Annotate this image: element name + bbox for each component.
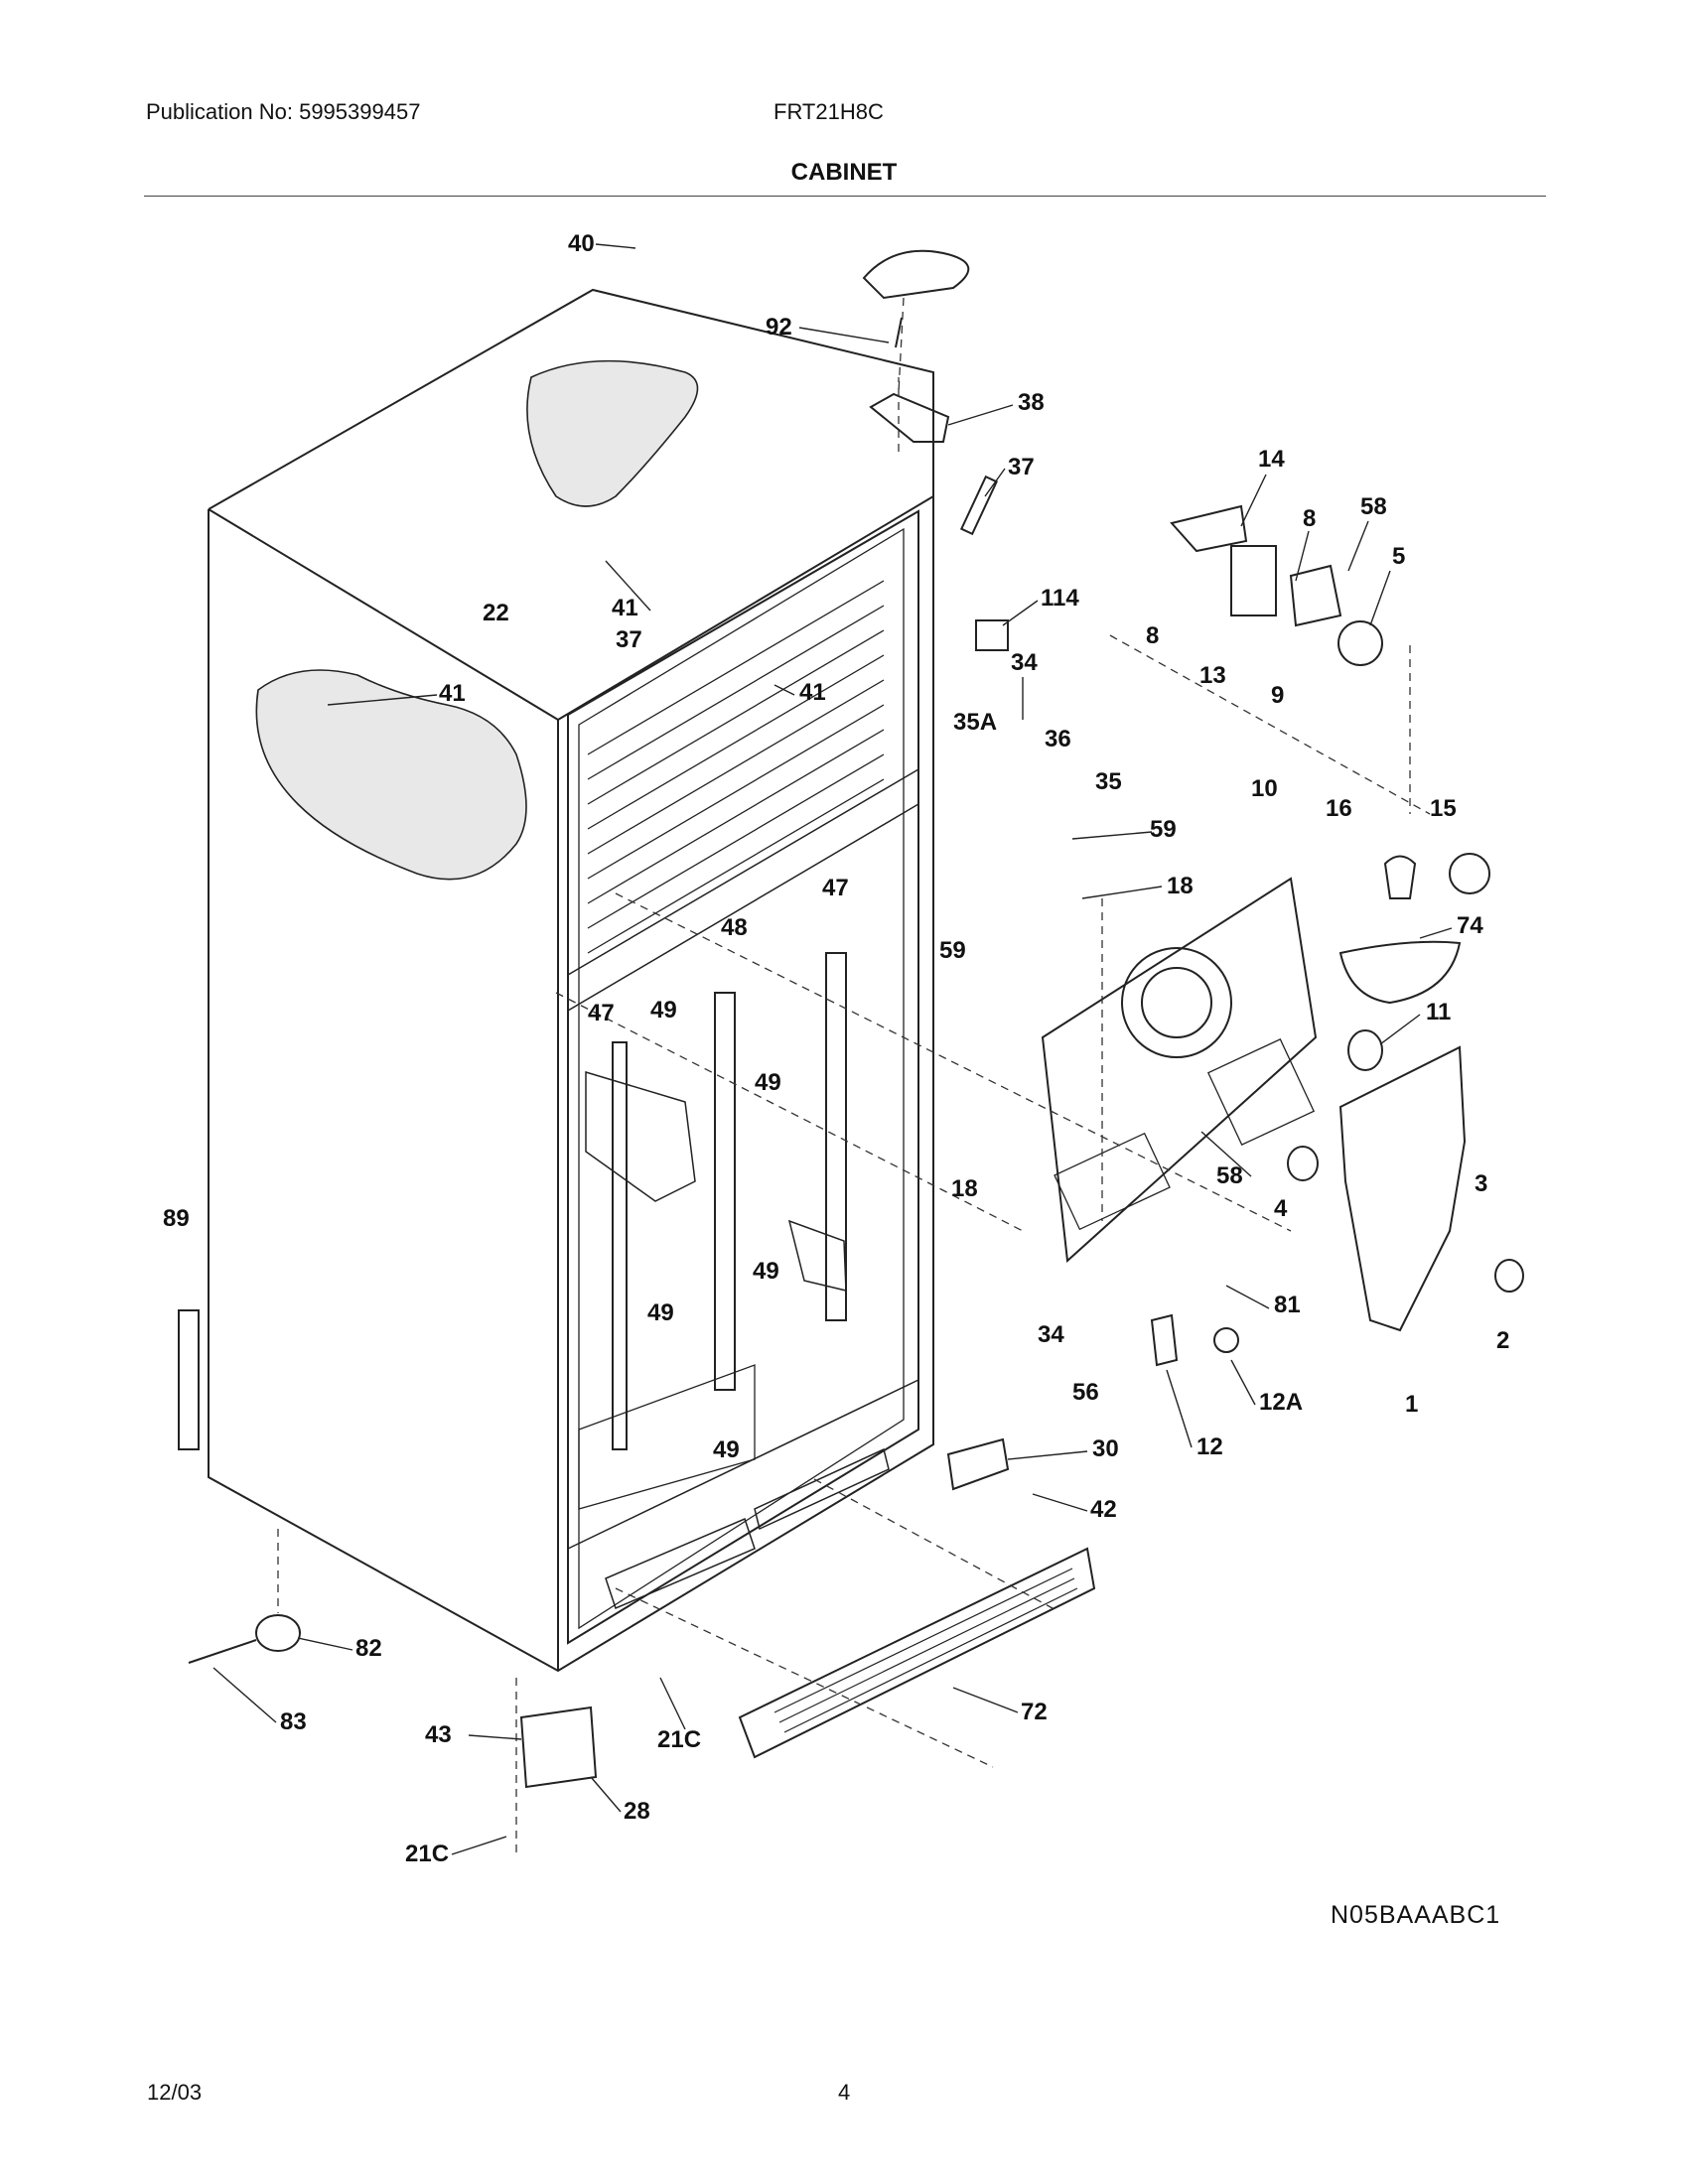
callout-30: 30	[1092, 1435, 1119, 1462]
callout-48: 48	[721, 914, 748, 941]
page-number: 4	[838, 2080, 851, 2105]
callout-56: 56	[1072, 1379, 1099, 1406]
callout-16: 16	[1326, 795, 1352, 822]
callout-10: 10	[1251, 775, 1278, 802]
callout-74: 74	[1457, 912, 1483, 939]
callout-49: 49	[650, 997, 677, 1024]
cabinet-bottom-vents	[567, 1379, 919, 1610]
callout-12: 12	[1196, 1433, 1223, 1460]
callout-4: 4	[1274, 1195, 1288, 1222]
callout-18: 18	[951, 1175, 978, 1202]
callout-labels: 40 92 38 37 14 8 58 5 22 41 114 8 13 9 3…	[163, 230, 1509, 1867]
drawing-code: N05BAAABC1	[1331, 1901, 1501, 1929]
callout-34: 34	[1038, 1321, 1064, 1348]
section-title: CABINET	[790, 159, 898, 186]
leader-lines	[212, 243, 1453, 1855]
callout-72: 72	[1021, 1699, 1048, 1725]
callout-2: 2	[1496, 1327, 1509, 1354]
callout-59: 59	[939, 937, 966, 964]
callout-35A: 35A	[953, 709, 997, 736]
callout-49: 49	[713, 1436, 740, 1463]
callout-41: 41	[612, 595, 638, 621]
header-divider	[144, 196, 1546, 197]
shelf-supports	[578, 952, 847, 1510]
cabinet-shell	[208, 288, 934, 1673]
callout-12A: 12A	[1259, 1389, 1303, 1416]
callout-58: 58	[1360, 493, 1387, 520]
toe-grille	[738, 1547, 1096, 1759]
callout-92: 92	[766, 314, 792, 341]
callout-8: 8	[1146, 622, 1159, 649]
callout-43: 43	[425, 1721, 452, 1748]
callout-8: 8	[1303, 505, 1316, 532]
callout-34: 34	[1011, 649, 1038, 676]
callout-13: 13	[1199, 662, 1226, 689]
callout-1: 1	[1405, 1391, 1418, 1418]
callout-42: 42	[1090, 1496, 1117, 1523]
bottom-hardware	[178, 1309, 1239, 1789]
callout-37: 37	[1008, 454, 1035, 480]
callout-22: 22	[483, 600, 509, 626]
callout-49: 49	[755, 1069, 781, 1096]
callout-47: 47	[588, 1000, 615, 1026]
callout-89: 89	[163, 1205, 190, 1232]
publication-date: 12/03	[147, 2080, 203, 2105]
callout-3: 3	[1475, 1170, 1487, 1197]
callout-59: 59	[1150, 816, 1177, 843]
callout-15: 15	[1430, 795, 1457, 822]
callout-5: 5	[1392, 543, 1405, 570]
top-hinge-assembly	[862, 249, 999, 536]
callout-49: 49	[647, 1299, 674, 1326]
control-housing	[1287, 853, 1524, 1332]
callout-49: 49	[753, 1258, 779, 1285]
callout-40: 40	[568, 230, 595, 257]
callout-83: 83	[280, 1708, 307, 1735]
publication-number: Publication No: 5995399457	[146, 99, 421, 124]
callout-35: 35	[1095, 768, 1122, 795]
evaporator-cover	[1041, 877, 1318, 1264]
callout-21C: 21C	[657, 1726, 701, 1753]
callout-28: 28	[624, 1798, 650, 1825]
callout-82: 82	[355, 1635, 382, 1662]
assembly-lines	[277, 297, 1431, 1856]
callout-37: 37	[616, 626, 642, 653]
callout-21C: 21C	[405, 1841, 449, 1867]
model-number: FRT21H8C	[774, 99, 884, 124]
insulation-pads	[255, 359, 699, 881]
callout-41: 41	[439, 680, 466, 707]
callout-11: 11	[1426, 999, 1451, 1025]
callout-41: 41	[799, 679, 826, 706]
callout-14: 14	[1258, 446, 1285, 473]
callout-36: 36	[1045, 726, 1071, 752]
control-components	[975, 504, 1383, 666]
callout-47: 47	[822, 875, 849, 901]
callout-81: 81	[1274, 1292, 1301, 1318]
callout-58: 58	[1216, 1162, 1243, 1189]
freezer-evaporator-fins	[587, 580, 885, 954]
callout-114: 114	[1041, 585, 1079, 612]
callout-38: 38	[1018, 389, 1045, 416]
callout-18: 18	[1167, 873, 1194, 899]
callout-9: 9	[1271, 682, 1284, 709]
